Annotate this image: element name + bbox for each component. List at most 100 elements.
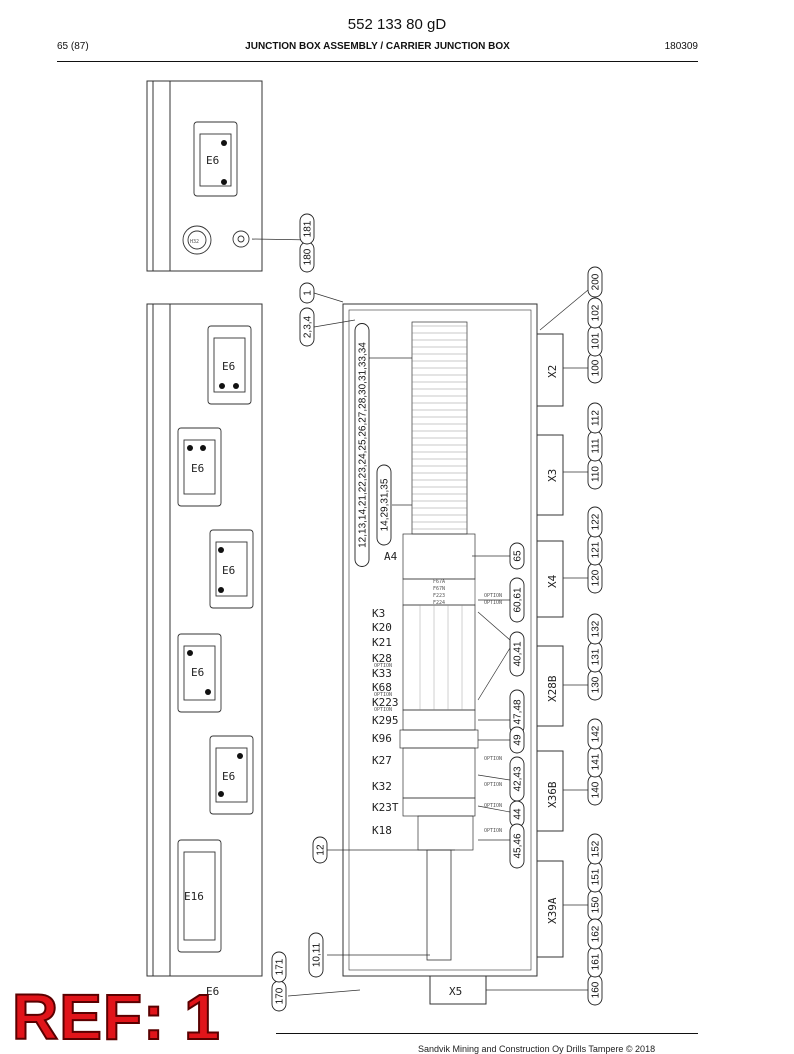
callout-_terminals: 12,13,14,21,22,23,24,25,26,27,28,30,31,3… — [354, 323, 370, 567]
k27-option: OPTION — [484, 756, 502, 762]
callout-text: 151 — [591, 868, 602, 885]
callout-141: 141 — [587, 746, 603, 778]
callout-160: 160 — [587, 974, 603, 1006]
callout-text: 2,3,4 — [303, 315, 314, 338]
callout-text: 162 — [591, 925, 602, 942]
f224-option: OPTION — [484, 600, 502, 606]
x4-body — [536, 540, 564, 618]
callout-text: 120 — [591, 569, 602, 586]
top-box-outline — [146, 80, 263, 272]
callout-4748: 47,48 — [509, 689, 525, 735]
callout-text: 47,48 — [513, 699, 524, 724]
callout-text: 112 — [591, 410, 602, 426]
callout-120: 120 — [587, 562, 603, 594]
callout-181: 181 — [299, 213, 315, 245]
callout-161: 161 — [587, 946, 603, 978]
callout-101: 101 — [587, 325, 603, 357]
callout-4041: 40,41 — [509, 631, 525, 677]
h32-label: H32 — [190, 239, 199, 245]
x2-body — [536, 333, 564, 407]
callout-121: 121 — [587, 534, 603, 566]
f223-option: OPTION — [484, 593, 502, 599]
f67a-label: F67A — [433, 579, 445, 585]
k20-label: K20 — [372, 621, 392, 634]
k23t-option: OPTION — [484, 803, 502, 809]
callout-152: 152 — [587, 833, 603, 865]
callout-4546: 45,46 — [509, 823, 525, 869]
side-box-outline — [146, 303, 263, 977]
header-rule — [57, 61, 698, 62]
k295-label: K295 — [372, 714, 399, 727]
k18-option: OPTION — [484, 828, 502, 834]
callout-122: 122 — [587, 506, 603, 538]
callout-132: 132 — [587, 613, 603, 645]
callout-49: 49 — [509, 726, 525, 754]
k27-label: K27 — [372, 754, 392, 767]
e6-label-4: E6 — [191, 666, 204, 679]
e16-label: E16 — [184, 890, 204, 903]
callout-1: 1 — [299, 282, 315, 304]
callout-130: 130 — [587, 669, 603, 701]
k223-label: K223 — [372, 696, 399, 709]
e6-label-1: E6 — [222, 360, 235, 373]
callout-text: 200 — [591, 273, 602, 290]
callout-text: 45,46 — [513, 833, 524, 858]
callout-text: 161 — [591, 953, 602, 970]
k28-option: OPTION — [374, 663, 392, 669]
callout-text: 131 — [591, 648, 602, 665]
callout-text: 150 — [591, 896, 602, 913]
x36b-label: X36B — [546, 781, 559, 808]
callout-150: 150 — [587, 889, 603, 921]
callout-text: 65 — [513, 550, 524, 562]
callout-text: 180 — [303, 248, 314, 265]
callout-_terminals2: 14,29,31,35 — [376, 464, 392, 546]
e6-bottom-label: E6 — [206, 985, 219, 998]
callout-6061: 60,61 — [509, 577, 525, 623]
callout-text: 132 — [591, 620, 602, 637]
callout-text: 12,13,14,21,22,23,24,25,26,27,28,30,31,3… — [358, 342, 369, 548]
footer-rule — [276, 1033, 698, 1034]
callout-text: 1 — [303, 290, 314, 296]
a4-module — [402, 533, 476, 580]
callout-text: 152 — [591, 840, 602, 857]
callout-102: 102 — [587, 297, 603, 329]
callout-text: 40,41 — [513, 641, 524, 666]
callout-180: 180 — [299, 241, 315, 273]
callout-100: 100 — [587, 352, 603, 384]
page-number: 65 (87) — [57, 41, 89, 52]
f67n-label: F67N — [433, 586, 445, 592]
callout-112: 112 — [587, 402, 603, 434]
page-title: JUNCTION BOX ASSEMBLY / CARRIER JUNCTION… — [245, 41, 510, 52]
callout-text: 49 — [513, 734, 524, 746]
callout-text: 170 — [275, 987, 286, 1004]
callout-text: 121 — [591, 541, 602, 558]
part-code: 552 133 80 gD — [347, 16, 447, 33]
callout-text: 130 — [591, 676, 602, 693]
x5-label: X5 — [449, 985, 462, 998]
k96-label: K96 — [372, 732, 392, 745]
k68-label: K68 — [372, 681, 392, 694]
ref-stamp: REF: 1 — [11, 981, 221, 1053]
k28-label: K28 — [372, 652, 392, 665]
callout-text: 110 — [591, 466, 602, 482]
callout-text: 44 — [513, 808, 524, 820]
a4-label: A4 — [384, 550, 398, 563]
callout-text: 102 — [591, 304, 602, 321]
k23t-label: K23T — [372, 801, 399, 814]
x28b-label: X28B — [546, 675, 559, 702]
callout-4243: 42,43 — [509, 756, 525, 802]
e6-label-3: E6 — [222, 564, 235, 577]
callout-131: 131 — [587, 641, 603, 673]
e6-label-top: E6 — [206, 154, 219, 167]
callout-110: 110 — [587, 458, 603, 490]
callout-171: 171 — [271, 951, 287, 983]
callout-111: 111 — [587, 430, 603, 462]
k223-option: OPTION — [374, 707, 392, 713]
callout-text: 141 — [591, 753, 602, 770]
x28b-body — [536, 645, 564, 727]
k18-label: K18 — [372, 824, 392, 837]
callout-151: 151 — [587, 861, 603, 893]
callout-140: 140 — [587, 774, 603, 806]
callout-text: 140 — [591, 781, 602, 798]
